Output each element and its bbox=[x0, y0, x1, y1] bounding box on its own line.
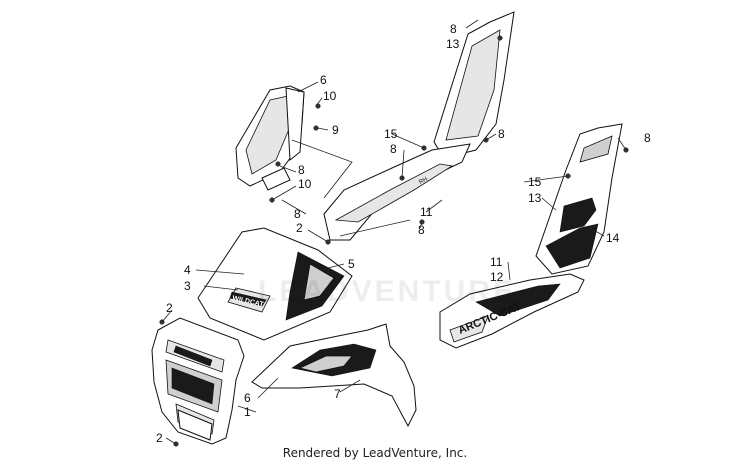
callout-6: 6 bbox=[320, 73, 327, 87]
callout-2: 2 bbox=[166, 301, 173, 315]
callout-9: 9 bbox=[332, 123, 339, 137]
screw-icon bbox=[313, 125, 319, 131]
callout-14: 14 bbox=[606, 231, 620, 245]
screw-icon bbox=[275, 161, 281, 167]
footer-credit: Rendered by LeadVenture, Inc. bbox=[282, 446, 468, 460]
callout-8: 8 bbox=[450, 22, 457, 36]
dash-panel-part bbox=[235, 85, 353, 199]
callout-15: 15 bbox=[384, 127, 398, 141]
callout-13: 13 bbox=[528, 191, 542, 205]
callout-8: 8 bbox=[644, 131, 651, 145]
leader-lines bbox=[161, 19, 627, 445]
callout-1: 1 bbox=[244, 405, 251, 419]
callout-7: 7 bbox=[334, 387, 341, 401]
callout-8: 8 bbox=[498, 127, 505, 141]
callout-15: 15 bbox=[528, 175, 542, 189]
callout-11: 11 bbox=[490, 255, 503, 269]
center-side-panel-part bbox=[323, 11, 515, 241]
callout-8: 8 bbox=[298, 163, 305, 177]
callout-10: 10 bbox=[323, 89, 337, 103]
callout-12: 12 bbox=[490, 270, 504, 284]
callout-10: 10 bbox=[298, 177, 312, 191]
callout-2: 2 bbox=[156, 431, 163, 445]
right-rear-panel-part bbox=[535, 123, 623, 275]
callout-8: 8 bbox=[294, 207, 301, 221]
callout-4: 4 bbox=[184, 263, 191, 277]
callout-11: 11 bbox=[420, 205, 433, 219]
hood-part bbox=[197, 227, 353, 341]
decal-rh: RH bbox=[418, 177, 428, 186]
callout-13: 13 bbox=[446, 37, 460, 51]
lower-side-panel-part bbox=[439, 273, 585, 349]
callout-6: 6 bbox=[244, 391, 251, 405]
callout-2: 2 bbox=[296, 221, 303, 235]
callout-8: 8 bbox=[418, 223, 425, 237]
callout-3: 3 bbox=[184, 279, 191, 293]
screw-icon bbox=[497, 35, 503, 41]
fender-part bbox=[251, 323, 417, 428]
callout-8: 8 bbox=[390, 142, 397, 156]
callout-5: 5 bbox=[348, 257, 355, 271]
front-grille-part bbox=[151, 317, 245, 445]
